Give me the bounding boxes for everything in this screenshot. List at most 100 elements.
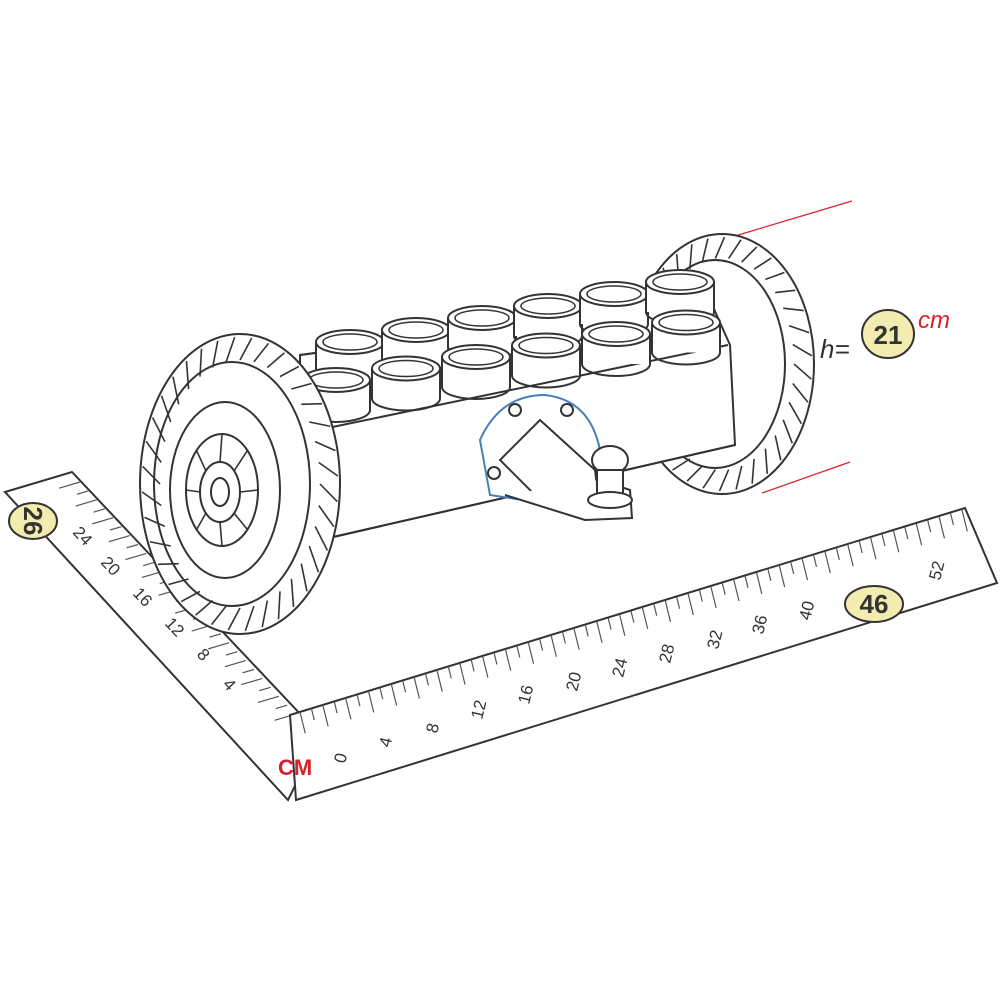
depth-ruler-tick [58,481,81,489]
cup-base [581,363,651,377]
cup-opening [322,333,378,351]
length-tick-label: 32 [703,628,726,651]
length-ruler-tick [447,666,452,679]
length-ruler-tick [573,628,580,650]
length-ruler-tick [744,576,749,588]
length-tick-label: 40 [795,599,818,622]
tread-groove [718,469,730,492]
tread-groove [735,465,743,490]
tread-groove [225,336,236,363]
cup-base [511,375,581,389]
tread-groove [185,360,190,390]
front-wheel [139,333,341,635]
tread-groove [714,236,726,259]
tread-groove [318,505,335,528]
depth-ruler-tick [257,695,280,704]
wheel-spoke [239,489,259,493]
length-ruler-tick [584,624,589,637]
length-ruler-tick [390,683,398,706]
height-unit: cm [918,307,950,334]
tread-groove [151,417,166,442]
depth-ruler-tick [209,633,222,638]
depth-ruler-tick [92,517,114,525]
depth-ruler: 4 8 12 16 20 24 26 [3,470,322,802]
length-tick-label: 4 [375,735,396,749]
tread-groove [783,307,804,312]
depth-ruler-tick [208,642,230,650]
wheel-spoke [195,512,207,530]
length-ruler-tick [721,582,726,595]
tread-groove [689,244,693,270]
depth-ruler-tick [275,704,288,710]
tread-groove [195,599,214,616]
tread-groove [199,348,203,377]
depth-ruler-tick [93,508,106,513]
tread-groove [775,289,796,294]
length-ruler-tick [379,687,384,700]
tread-groove [686,465,703,482]
length-ruler-tick [824,551,831,574]
tread-groove [727,239,742,259]
length-ruler-tick [710,586,717,609]
length-ruler-tick [801,558,809,581]
length-tick-label: 28 [655,642,678,665]
length-ruler-tick [733,579,740,602]
tread-groove [301,402,323,406]
cup-base [441,386,511,400]
length-ruler-tick [619,614,626,636]
height-badge: 21 [861,309,915,359]
length-ruler-tick [847,544,854,567]
length-ruler-tick [927,520,932,533]
length-ruler-tick [870,537,877,560]
cup [371,355,441,412]
cup [381,317,451,373]
length-ruler-tick [653,603,658,616]
length-ruler-tick [596,621,603,643]
length-ruler-tick [641,607,649,630]
length-ruler-tick [607,617,612,630]
unit-label: CM [278,755,312,780]
cup [441,344,511,400]
tread-groove [141,491,162,507]
length-ruler: 0 4 8 12 16 20 24 28 32 36 40 52 CM 46 [278,506,999,802]
cup-opening [518,336,574,355]
length-ruler-tick [413,677,421,699]
cup-base [371,398,441,412]
tread-groove [244,605,255,632]
wheel-spoke [233,449,249,472]
cup-opening [652,273,708,291]
length-tick-label: 20 [562,670,585,693]
tread-groove [142,465,161,485]
depth-badge: 26 [8,502,58,540]
tread-groove [227,607,241,631]
cup-opening [378,359,434,378]
cup-opening [586,285,642,303]
height-prefix: h= [820,334,850,364]
length-ruler-tick [904,527,909,540]
cup [645,269,715,325]
front-wheel-spokes [185,433,259,547]
length-ruler-tick [961,509,968,532]
length-ruler-tick [664,600,672,623]
tread-groove [290,578,295,608]
tread-groove [788,401,803,425]
length-tick-label: 12 [467,698,490,721]
length-ruler-tick [482,656,489,678]
cup [511,332,581,389]
length-ruler-tick [459,663,466,685]
length-ruler-tick [424,673,430,686]
length-ruler-tick [356,694,361,707]
cup-base [651,352,721,366]
length-ruler-tick [755,572,763,595]
wheel-spoke [219,521,223,547]
tread-groove [753,257,772,270]
length-badge-value: 46 [860,589,889,619]
tread-groove [701,238,709,263]
length-ruler-tick [790,562,795,575]
wheel-spoke [219,433,223,463]
length-ruler-tick [516,645,521,658]
front-wheel-tread [141,336,339,632]
tread-groove [764,448,769,474]
length-tick-label: 24 [608,656,631,679]
